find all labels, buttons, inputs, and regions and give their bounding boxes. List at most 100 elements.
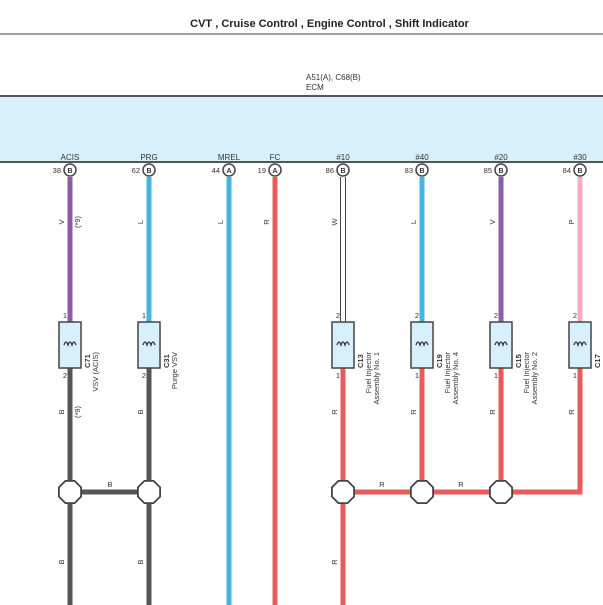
coil-icon (415, 341, 429, 348)
ecm-box (0, 95, 603, 163)
component-pin-bottom: 1 (494, 371, 498, 380)
component-body (410, 321, 434, 369)
component-pin-bottom: 1 (415, 371, 419, 380)
coil-icon (336, 341, 350, 348)
component-name-line: Fuel Injector (522, 352, 531, 394)
component-body (137, 321, 161, 369)
diagram-title: CVT , Cruise Control , Engine Control , … (190, 18, 469, 30)
component-pin-bottom: 1 (336, 371, 340, 380)
pin-connector: A (272, 168, 277, 175)
splice-point-3 (409, 479, 435, 505)
component-name-line: Assembly No. 2 (530, 352, 539, 405)
pin-circle (336, 163, 350, 177)
coil-icon (142, 341, 156, 348)
wire-color-label-7: P (567, 219, 576, 224)
component-name-line: Fuel Injector (443, 352, 452, 394)
lower-inj4-color: R (409, 409, 418, 415)
component-pin-bottom: 1 (573, 371, 577, 380)
lower-acis-color: B (57, 409, 66, 414)
pin-circle (573, 163, 587, 177)
component-pin-top: 1 (63, 311, 67, 320)
pin-number: 19 (258, 166, 266, 175)
pin-number: 38 (53, 166, 61, 175)
lower-inj1-color: R (330, 409, 339, 415)
pin-signal: PRG (140, 153, 157, 162)
pin-connector: B (419, 168, 424, 175)
component-body (489, 321, 513, 369)
wire-note-label-0: (*9) (73, 215, 82, 228)
wire-color-label-6: V (488, 219, 497, 224)
pin-number: 84 (563, 166, 571, 175)
bus-r1-label: R (379, 480, 385, 489)
pin-circle (415, 163, 429, 177)
coil-icon (494, 341, 508, 348)
component-code: C19 (435, 354, 444, 368)
pin-circle (268, 163, 282, 177)
pin-signal: ACIS (61, 153, 80, 162)
wire-color-label-3: R (262, 219, 271, 225)
pin-circle (142, 163, 156, 177)
pin-signal: #30 (573, 153, 587, 162)
component-name-line: Purge VSV (170, 352, 179, 389)
component-name-line: VSV (ACIS) (91, 352, 100, 392)
bridge-b-label: B (107, 480, 112, 489)
coil-icon (573, 341, 587, 348)
pin-connector: B (340, 168, 345, 175)
component-pin-bottom: 2 (142, 371, 146, 380)
component-pin-top: 2 (494, 311, 498, 320)
splice-point-0 (58, 479, 82, 505)
component-code: C15 (514, 354, 523, 368)
wire-color-label-0: V (57, 219, 66, 224)
lower-inj2-color: R (488, 409, 497, 415)
component-code: C31 (162, 354, 171, 368)
lower-inj3-color: R (567, 409, 576, 415)
splice-point-1 (136, 479, 162, 505)
component-name-line: Assembly No. 1 (372, 352, 381, 405)
component-pin-top: 2 (573, 311, 577, 320)
pin-connector: B (498, 168, 503, 175)
splice-point-4 (488, 479, 513, 505)
pin-connector: B (146, 168, 151, 175)
pin-connector: A (226, 168, 231, 175)
coil-icon (63, 341, 77, 348)
wire-harness (67, 177, 583, 605)
bottom-mid-color: B (136, 559, 145, 564)
pin-circle (494, 163, 508, 177)
pin-signal: MREL (218, 153, 241, 162)
splice-point-2 (330, 479, 356, 505)
pin-circle (63, 163, 77, 177)
bus-r2-label: R (458, 480, 464, 489)
pin-number: 62 (132, 166, 140, 175)
wire-color-label-4: W (330, 218, 339, 226)
pin-number: 44 (212, 166, 220, 175)
pin-number: 83 (405, 166, 413, 175)
component-code: C13 (356, 354, 365, 368)
component-name-line: Assembly No. 4 (451, 352, 460, 405)
wire-color-label-2: L (216, 220, 225, 224)
component-pin-top: 1 (142, 311, 146, 320)
splices (58, 479, 513, 505)
component-body (58, 321, 82, 369)
ecm-name: ECM (306, 83, 324, 92)
component-body (568, 321, 592, 369)
bottom-inj-color: R (330, 559, 339, 565)
component-name-line: Fuel Injector (364, 352, 373, 394)
pin-number: 86 (326, 166, 334, 175)
lower-prg-color: B (136, 409, 145, 414)
